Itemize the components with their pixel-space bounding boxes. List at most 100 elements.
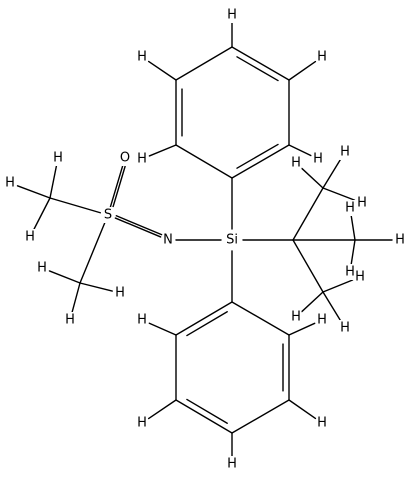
bond-ph2-c1-ph2-c2 xyxy=(231,301,290,336)
atom-label-h9: H xyxy=(137,416,147,431)
atom-label-bg xyxy=(339,320,351,336)
atom-label-bg xyxy=(316,312,328,328)
atom-label-h21: H xyxy=(5,176,15,191)
atom-label-h10: H xyxy=(137,313,147,328)
atom-label-bg xyxy=(344,264,356,280)
bond-n1-s1-second xyxy=(115,215,163,236)
atom-label-n1: N xyxy=(163,233,173,248)
bond-ph1-c3-ph1-c4-inner xyxy=(236,56,279,82)
bond-me1-h11 xyxy=(301,167,324,189)
atom-label-bg xyxy=(356,195,368,211)
atom-label-bg xyxy=(102,207,114,223)
atom-label-bg xyxy=(136,415,148,431)
atom-label-bg xyxy=(316,415,328,431)
atom-label-bg xyxy=(136,49,148,65)
atom-label-h4: H xyxy=(317,50,327,65)
bond-ph2-c4-ph2-c5 xyxy=(175,399,233,434)
bond-s1-o1-second xyxy=(111,165,126,209)
atom-label-bg xyxy=(223,232,241,248)
atom-label-h6: H xyxy=(317,313,327,328)
bond-ph2-c6-h10 xyxy=(148,322,177,336)
bond-ph2-c5-h9 xyxy=(147,399,177,420)
bond-n1-s1 xyxy=(114,217,162,238)
bond-ph1-c6-ph1-c1 xyxy=(175,144,233,179)
bond-sme1-h21 xyxy=(16,185,51,199)
atom-label-h23: H xyxy=(37,261,47,276)
bond-ph2-c6-ph2-c1 xyxy=(175,301,233,336)
atom-label-h2: H xyxy=(137,50,147,65)
bond-tbu-c-me1 xyxy=(292,187,324,241)
atom-label-h22: H xyxy=(25,230,35,245)
atom-label-bg xyxy=(354,269,366,285)
atom-label-bg xyxy=(64,312,76,328)
atom-label-h18: H xyxy=(340,321,350,336)
bond-ph1-c5-h2 xyxy=(147,60,177,81)
atom-label-bg xyxy=(316,49,328,65)
bond-ph2-c3-h7 xyxy=(288,399,317,420)
atom-label-h15: H xyxy=(395,233,405,248)
bond-ph2-c2-h6 xyxy=(288,322,316,336)
atom-label-bg xyxy=(4,175,16,191)
bond-me2-h16 xyxy=(350,239,356,265)
atom-label-bg xyxy=(226,456,238,472)
bond-ph1-c3-h4 xyxy=(288,60,317,81)
bond-ph1-c1-ph1-c2-inner xyxy=(236,143,279,169)
atom-label-h20: H xyxy=(53,151,63,166)
atom-label-bg xyxy=(136,151,148,167)
bond-ph1-c2-h5 xyxy=(288,144,312,157)
bond-ph2-c3-ph2-c4 xyxy=(231,399,290,434)
atom-label-bg xyxy=(52,150,64,166)
atom-label-bg xyxy=(226,7,238,23)
atom-label-si1: Si xyxy=(226,233,238,248)
atom-label-h8: H xyxy=(227,457,237,472)
bond-sme1-h20 xyxy=(49,165,58,199)
atom-label-h7: H xyxy=(317,416,327,431)
atom-label-bg xyxy=(344,200,356,216)
bond-me2-h14 xyxy=(350,215,356,241)
bond-me1-h12 xyxy=(322,158,342,189)
atom-label-bg xyxy=(339,144,351,160)
atom-label-bg xyxy=(136,312,148,328)
bond-s1-sme1 xyxy=(49,197,102,214)
atom-label-h5: H xyxy=(313,152,323,167)
bond-me3-h19 xyxy=(301,291,324,313)
bond-me3-h18 xyxy=(322,291,342,322)
bond-s1-o1 xyxy=(109,164,124,209)
atom-label-h19: H xyxy=(291,310,301,325)
atom-label-h12: H xyxy=(340,145,350,160)
bond-me1-h13 xyxy=(322,187,356,201)
bond-ph2-c6-ph2-c1-inner xyxy=(186,311,228,337)
bond-sme2-h25 xyxy=(71,282,81,313)
bond-tbu-c-me3 xyxy=(292,239,324,293)
bond-ph2-c4-ph2-c5-inner xyxy=(186,398,228,424)
atom-label-bg xyxy=(36,260,48,276)
atom-label-h14: H xyxy=(345,201,355,216)
atom-label-bg xyxy=(162,232,174,248)
bond-ph1-c4-ph1-c5 xyxy=(175,46,233,81)
atom-label-bg xyxy=(24,229,36,245)
atom-label-h13: H xyxy=(357,196,367,211)
bond-ph1-c3-ph1-c4 xyxy=(231,46,290,81)
bond-sme2-h23 xyxy=(48,270,81,284)
atom-label-h3: H xyxy=(227,8,237,23)
atom-label-bg xyxy=(119,150,131,166)
atom-label-bg xyxy=(312,151,324,167)
atom-label-h25: H xyxy=(65,313,75,328)
atom-label-h17: H xyxy=(355,270,365,285)
atom-label-h16: H xyxy=(345,265,355,280)
bond-s1-sme2 xyxy=(79,221,106,284)
atom-label-bg xyxy=(114,285,126,301)
atom-label-h1: H xyxy=(137,152,147,167)
bond-sme2-h24 xyxy=(79,282,113,292)
bond-ph1-c6-h1 xyxy=(148,144,177,157)
bond-ph1-c1-ph1-c2 xyxy=(231,144,290,179)
atom-label-s1: S xyxy=(104,208,112,223)
atom-label-bg xyxy=(394,232,406,248)
bond-me3-h17 xyxy=(322,279,354,293)
atom-label-o1: O xyxy=(120,151,130,166)
atom-label-h24: H xyxy=(115,286,125,301)
atom-label-bg xyxy=(290,155,302,171)
atom-label-h11: H xyxy=(291,156,301,171)
